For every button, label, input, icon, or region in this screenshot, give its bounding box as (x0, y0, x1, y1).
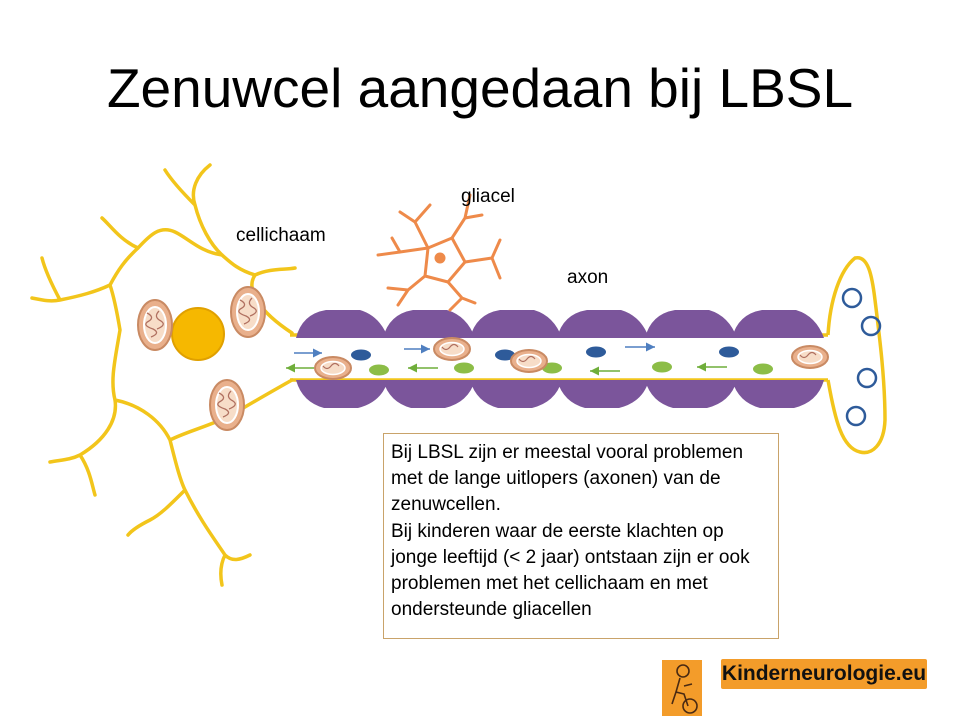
mitochondrion (510, 349, 548, 373)
mitochondrion (433, 337, 471, 361)
axon-outline (290, 333, 828, 382)
info-box: Bij LBSL zijn er meestal vooral probleme… (383, 433, 779, 639)
nucleus (171, 307, 225, 361)
mitochondrion (314, 356, 352, 380)
label-cell-body: cellichaam (236, 225, 326, 246)
mitochondrion (230, 286, 266, 338)
label-axon: axon (567, 267, 609, 288)
anterograde-arrows (294, 342, 655, 358)
retrograde-arrows (286, 362, 727, 376)
brand-name: Kinderneurologie.eu (721, 659, 927, 689)
page-title: Zenuwcel aangedaan bij LBSL (106, 57, 854, 119)
label-glia: gliacel (461, 186, 515, 207)
axon-terminal (826, 256, 887, 455)
mitochondrion (791, 345, 829, 369)
info-paragraph: Bij LBSL zijn er meestal vooral probleme… (391, 442, 744, 516)
vesicles-blue (351, 346, 739, 361)
brand-logo-icon (662, 660, 702, 716)
vesicles-green (369, 361, 773, 376)
synaptic-vesicles (841, 287, 882, 427)
mitochondrion (137, 299, 173, 351)
myelin-sheaths (296, 310, 824, 408)
glia-nucleus (434, 252, 446, 264)
glial-cell (376, 193, 502, 312)
info-paragraph: Bij kinderen waar de eerste klachten op … (391, 520, 750, 621)
mitochondrion (209, 379, 245, 431)
cell-body-outline (30, 163, 297, 587)
